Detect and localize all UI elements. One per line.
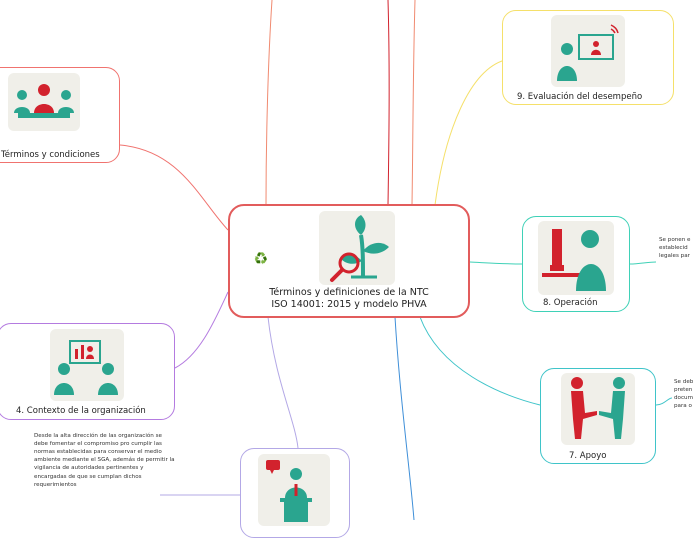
- branch-bottom: [394, 316, 415, 520]
- note-liderazgo-line: debe fomentar el compromiso pro cumplir …: [34, 441, 162, 448]
- terminos-label: Términos y condiciones: [1, 150, 100, 160]
- note-liderazgo: Desde la alta dirección de las organizac…: [34, 432, 234, 489]
- node-evaluacion[interactable]: 9. Evaluación del desempeño: [502, 10, 674, 105]
- note-liderazgo-line: encargadas de que se cumplan dichos: [34, 473, 142, 480]
- note-link-operacion: [629, 261, 657, 265]
- note-operacion-line: establecid: [659, 245, 688, 252]
- node-contexto[interactable]: 4. Contexto de la organización: [0, 323, 175, 420]
- evaluacion-label: 9. Evaluación del desempeño: [517, 92, 643, 102]
- note-liderazgo-line: Desde la alta dirección de las organizac…: [34, 433, 162, 439]
- connectors: [119, 0, 673, 520]
- contexto-label: 4. Contexto de la organización: [16, 406, 146, 416]
- operacion-label: 8. Operación: [543, 298, 598, 308]
- node-operacion[interactable]: 8. Operación: [522, 216, 630, 312]
- speaker-podium-icon: [258, 454, 330, 526]
- recycle-emoji: ♻️: [254, 252, 268, 265]
- central-title-line1: Términos y definiciones de la NTC: [269, 287, 429, 298]
- branch-top-2: [387, 0, 390, 206]
- magnifier-plant-icon: [319, 211, 395, 285]
- note-apoyo-line: Se deb: [674, 379, 694, 385]
- handshake-icon: [561, 373, 635, 445]
- note-liderazgo-line: requerimientos: [34, 481, 77, 488]
- note-apoyo-line: docum: [674, 395, 694, 402]
- video-call-icon: [551, 15, 625, 87]
- branch-terminos: [119, 144, 229, 231]
- node-liderazgo[interactable]: [240, 448, 350, 538]
- branch-top-3: [411, 0, 416, 206]
- branch-contexto: [174, 291, 229, 369]
- presentation-icon: [50, 329, 124, 401]
- note-liderazgo-line: vigilancia de autoridades pertinentes y: [34, 465, 144, 472]
- meeting-icon: [8, 73, 80, 131]
- note-apoyo-line: preten: [674, 387, 693, 394]
- note-operacion-line: legales par: [659, 253, 690, 260]
- central-title: Términos y definiciones de la NTC ISO 14…: [230, 287, 468, 312]
- central-node[interactable]: ♻️ Términos y definiciones de la NTC ISO…: [228, 204, 470, 318]
- note-apoyo-line: para o: [674, 403, 692, 410]
- note-apoyo: Se deb preten docum para o: [674, 378, 697, 410]
- computer-user-icon: [538, 221, 614, 295]
- note-operacion: Se ponen e establecid legales par: [659, 236, 697, 260]
- central-title-line2: ISO 14001: 2015 y modelo PHVA: [271, 299, 427, 311]
- node-apoyo[interactable]: 7. Apoyo: [540, 368, 656, 464]
- note-liderazgo-line: ambiente mediante el SGA, además de perm…: [34, 457, 175, 464]
- note-liderazgo-line: normas establecidas para conservar el me…: [34, 449, 162, 456]
- apoyo-label: 7. Apoyo: [569, 451, 607, 461]
- note-operacion-line: Se ponen e: [659, 237, 691, 243]
- branch-evaluacion: [434, 59, 506, 206]
- branch-operacion: [469, 261, 523, 265]
- node-terminos[interactable]: Términos y condiciones: [0, 67, 120, 163]
- note-link-apoyo: [655, 397, 673, 406]
- branch-liderazgo: [267, 316, 299, 449]
- branch-top-1: [265, 0, 273, 206]
- branch-apoyo: [419, 316, 541, 406]
